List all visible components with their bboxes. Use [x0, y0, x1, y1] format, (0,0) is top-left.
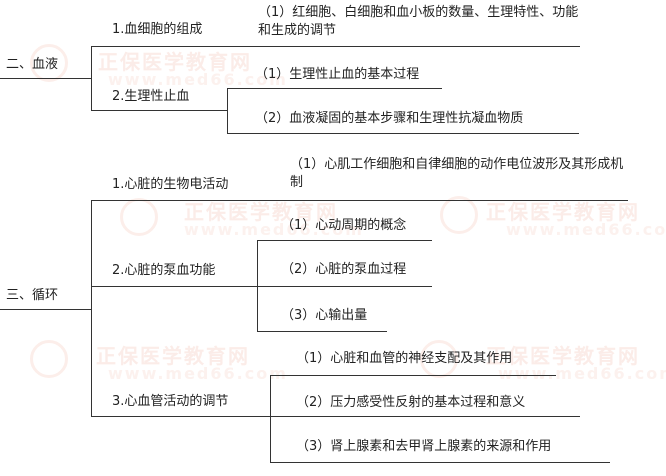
watermark-url: www.med66.com [498, 364, 666, 383]
section-underline [0, 309, 92, 310]
topic-item: （2）压力感受性反射的基本过程和意义 [296, 395, 526, 410]
topic-item: （1）心肌工作细胞和自律细胞的动作电位波形及其形成机制 [290, 157, 624, 190]
item-underline [257, 286, 432, 287]
topic-underline [91, 416, 271, 417]
topic-underline [91, 110, 228, 111]
item-underline [227, 88, 442, 89]
topic-underline [91, 200, 271, 201]
topic-title: 1.血细胞的组成 [112, 22, 203, 37]
topic-item: （2）血液凝固的基本步骤和生理性抗凝血物质 [255, 111, 524, 126]
watermark-brand: 正保医学教育网 [96, 344, 250, 368]
topic-title: 2.生理性止血 [112, 89, 190, 104]
item-underline [270, 462, 610, 463]
section-underline [0, 78, 92, 79]
watermark-logo-icon [120, 198, 158, 236]
section-title-blood: 二、血液 [6, 57, 59, 72]
branch-connector [91, 200, 92, 416]
branch-connector [91, 46, 92, 111]
watermark-brand: 正保医学教育网 [98, 50, 252, 74]
watermark-url: www.med66.com [108, 364, 288, 383]
item-underline [270, 416, 580, 417]
section-title-circulation: 三、循环 [6, 288, 59, 303]
topic-item: （3）肾上腺素和去甲肾上腺素的来源和作用 [296, 439, 552, 454]
topic-title: 3.心血管活动的调节 [112, 394, 229, 409]
branch-connector [257, 240, 258, 331]
item-underline [257, 240, 432, 241]
topic-underline [91, 46, 251, 47]
topic-item: （1）心脏和血管的神经支配及其作用 [296, 351, 513, 366]
item-underline [270, 375, 556, 376]
branch-connector [270, 375, 271, 463]
item-underline [250, 46, 580, 47]
watermark-logo-icon [440, 196, 478, 234]
topic-item: （1）心动周期的概念 [281, 218, 407, 233]
topic-item: （1）生理性止血的基本过程 [255, 67, 420, 82]
item-underline [257, 331, 387, 332]
topic-title: 1.心脏的生物电活动 [112, 177, 229, 192]
branch-connector [227, 88, 228, 134]
topic-item: （2）心脏的泵血过程 [281, 262, 407, 277]
topic-item: （3）心输出量 [281, 308, 368, 323]
watermark-url: www.med66.com [506, 220, 666, 239]
watermark-logo-icon [30, 340, 68, 378]
topic-title: 2.心脏的泵血功能 [112, 263, 216, 278]
item-underline [227, 133, 579, 134]
topic-underline [91, 286, 258, 287]
item-underline [270, 200, 628, 201]
topic-item: （1）红细胞、白细胞和血小板的数量、生理特性、功能和生成的调节 [258, 5, 579, 38]
